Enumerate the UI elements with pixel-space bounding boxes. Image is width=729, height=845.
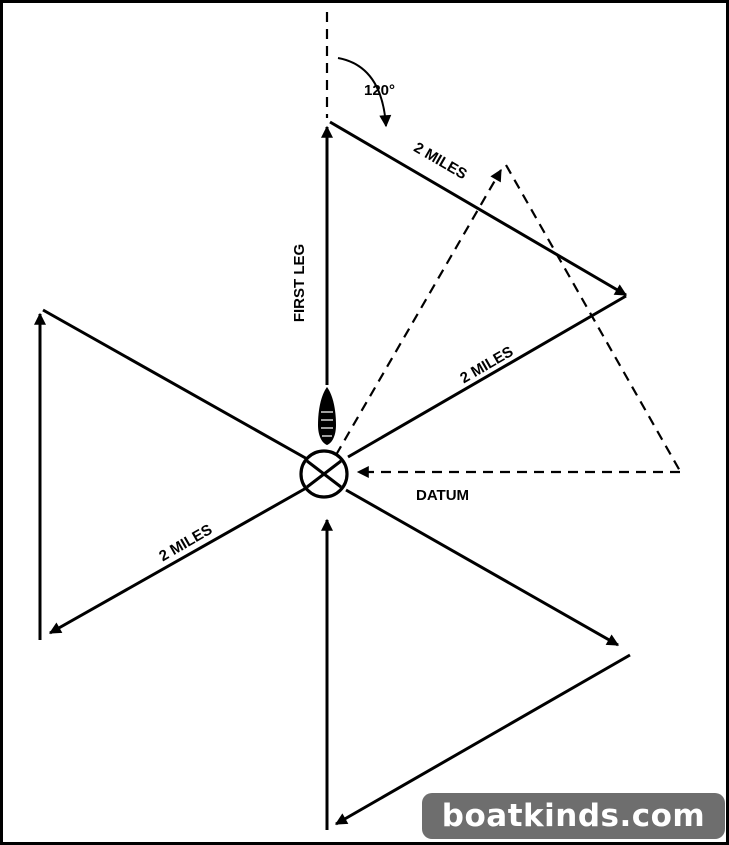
leg-top-to-right-line (329, 120, 628, 297)
leg-center-to-left-bottom-line (48, 485, 309, 635)
leg-lower-right-to-bottom-line (334, 653, 631, 826)
datum-cross-line-b (306, 459, 342, 489)
angle-label: 120° (364, 82, 395, 99)
ship-icon (318, 387, 336, 445)
leg-center-to-lower-right-line (345, 488, 620, 647)
leg-left-top-to-center-line (42, 308, 310, 462)
first-leg-label: FIRST LEG (291, 244, 308, 322)
leg-right-to-center-line (347, 294, 627, 459)
dashed-leg-center-to-top (335, 168, 502, 456)
angle-arc-arrow (337, 57, 392, 128)
datum-label: DATUM (416, 487, 469, 504)
watermark-badge: boatkinds.com (422, 793, 725, 839)
miles-label-top: 2 MILES (411, 139, 470, 183)
dashed-leg-top-to-right (505, 164, 681, 472)
watermark-text: boatkinds.com (441, 798, 706, 834)
